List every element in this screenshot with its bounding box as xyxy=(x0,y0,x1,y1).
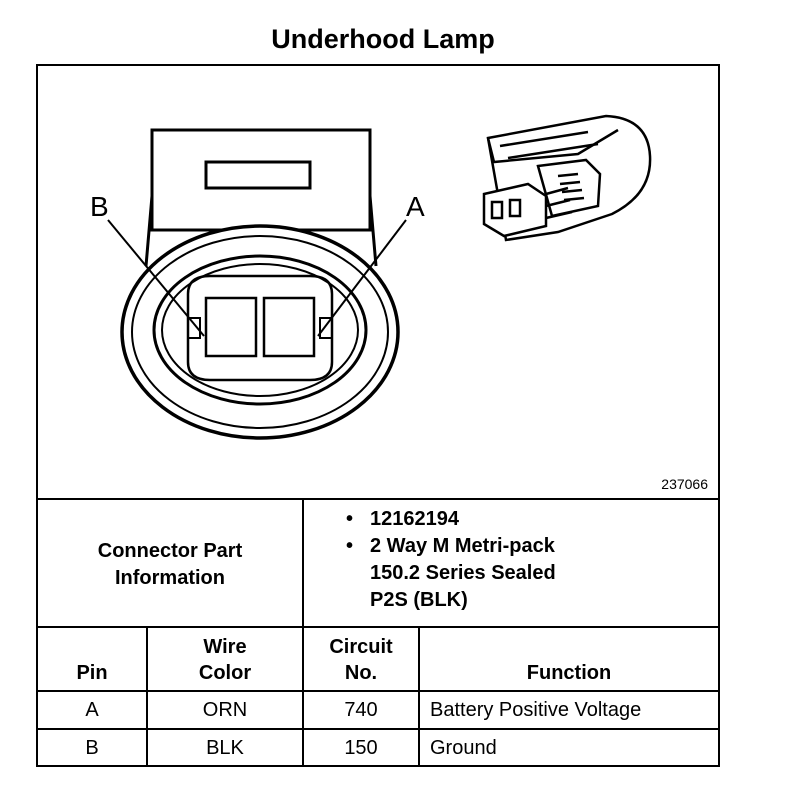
divider-row xyxy=(38,728,718,730)
connector-figure: B A 237066 xyxy=(38,66,718,498)
part-number-item: • 12162194 xyxy=(346,508,459,530)
row-a-circuit: 740 xyxy=(344,699,378,721)
connector-part-label: Connector Part Information xyxy=(97,540,243,589)
connector-part-list: • 12162194 • 2 Way M Metri-pack 150.2 Se… xyxy=(342,506,556,614)
row-a-wire-color: ORN xyxy=(202,699,248,721)
divider-col-1 xyxy=(146,626,148,766)
divider-cpi xyxy=(302,498,304,766)
divider-table-top xyxy=(38,626,718,628)
row-b-wire-color: BLK xyxy=(206,737,244,759)
header-wire-color: Wire Color xyxy=(198,636,252,684)
row-b-pin: B xyxy=(85,737,99,759)
header-pin: Pin xyxy=(76,662,108,684)
header-function: Function xyxy=(526,662,612,684)
connector-face-view xyxy=(107,128,407,440)
connector-drawing: B A xyxy=(90,114,652,440)
header-circuit: Circuit No. xyxy=(329,636,393,684)
page-title: Underhood Lamp xyxy=(271,24,495,54)
pin-b-label: B xyxy=(90,191,109,222)
pin-a-label: A xyxy=(406,191,425,222)
row-a-pin: A xyxy=(85,699,99,721)
row-b-circuit: 150 xyxy=(344,737,378,759)
connector-perspective-view xyxy=(482,114,652,242)
part-description-item: • 2 Way M Metri-pack 150.2 Series Sealed… xyxy=(346,535,556,611)
divider-figure xyxy=(38,498,718,500)
connector-diagram-frame: B A 237066 Connector Part xyxy=(36,64,720,767)
row-a-function: Battery Positive Voltage xyxy=(430,699,642,721)
divider-header xyxy=(38,690,718,692)
row-b-function: Ground xyxy=(430,737,497,759)
divider-col-3 xyxy=(418,626,420,766)
figure-id: 237066 xyxy=(661,476,708,492)
